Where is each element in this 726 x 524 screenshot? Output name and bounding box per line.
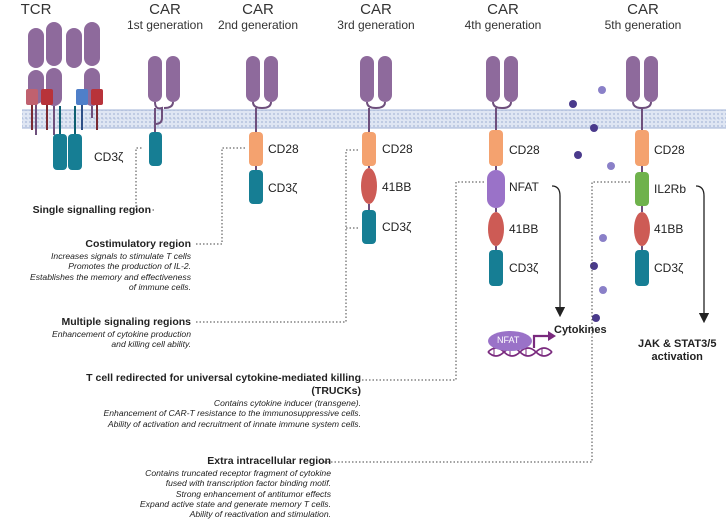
label-car2-cd28: CD28 <box>268 142 299 156</box>
header-car-5-title: CAR <box>627 1 659 18</box>
header-car-3: CAR 3rd generation <box>326 2 426 31</box>
annotation-single-region: Single signalling region <box>33 204 151 217</box>
annotation-multiple-line: Enhancement of cytokine production <box>51 329 191 339</box>
label-car5-cd28: CD28 <box>654 143 685 157</box>
annotation-trucks-line: Contains cytokine inducer (transgene). <box>213 398 361 408</box>
header-car-2-title: CAR <box>242 1 274 18</box>
annotation-trucks-line: Ability of activation and recruitment of… <box>107 418 361 429</box>
nfat-gene-label: NFAT <box>497 335 520 345</box>
header-tcr-title: TCR <box>20 1 52 18</box>
annotation-extra-heading: Extra intracellular region <box>207 455 331 467</box>
jak-stat-label: JAK & STAT3/5 <box>638 338 717 350</box>
label-car5-cd3z: CD3ζ <box>654 261 684 275</box>
label-car4-cd3z: CD3ζ <box>509 261 539 275</box>
cd3-subunits <box>26 89 103 130</box>
label-car4-cd28: CD28 <box>509 143 540 157</box>
cell-membrane <box>22 109 726 129</box>
annotation-costim-line: Increases signals to stimulate T cells <box>51 251 191 261</box>
nfat-domain <box>487 170 505 208</box>
car-2nd-generation <box>246 56 278 204</box>
header-car-2-sub: 2nd generation <box>217 17 299 32</box>
41bb-domain <box>488 212 504 246</box>
41bb-domain <box>634 212 650 246</box>
label-car2-cd3z: CD3ζ <box>268 181 298 195</box>
label-car3-cd3z: CD3ζ <box>382 220 412 234</box>
annotation-extra-region: Extra intracellular region Contains trun… <box>140 455 331 520</box>
annotation-trucks-heading: T cell redirected for universal cytokine… <box>86 372 361 384</box>
cd28-domain <box>635 130 649 166</box>
annotation-extra-line: Contains truncated receptor fragment of … <box>145 468 331 478</box>
leader-lines <box>135 147 632 463</box>
label-car3-cd28: CD28 <box>382 142 413 156</box>
nfat-to-cytokines-arrow <box>551 185 566 318</box>
label-car4-41bb: 41BB <box>509 222 539 236</box>
annotation-costimulatory-region: Costimulatory region Increases signals t… <box>30 238 191 292</box>
cd28-domain <box>249 132 263 166</box>
jak-stat-activation: JAK & STAT3/5 activation <box>638 338 716 364</box>
tcr-alpha-chain <box>28 28 44 135</box>
nfat-bound-factor <box>488 331 532 351</box>
car-3rd-generation <box>360 56 392 244</box>
header-tcr: TCR <box>16 2 56 18</box>
label-tcr-cd3z: CD3ζ <box>94 150 124 164</box>
label-car5-41bb: 41BB <box>654 222 684 236</box>
il2rb-domain <box>635 172 649 206</box>
annotation-costim-line: of immune cells. <box>128 281 191 292</box>
header-car-4: CAR 4th generation <box>453 2 553 31</box>
header-car-1-title: CAR <box>149 1 181 18</box>
annotation-trucks: T cell redirected for universal cytokine… <box>86 372 361 429</box>
header-car-2: CAR 2nd generation <box>208 2 308 31</box>
il2rb-to-jak-arrow <box>695 185 710 324</box>
annotation-multiple-regions: Multiple signaling regions Enhancement o… <box>52 316 191 350</box>
annotation-costim-line: Promotes the production of IL-2. <box>68 261 191 272</box>
header-car-5-sub: 5th generation <box>604 17 682 32</box>
annotation-multiple-line: and killing cell ability. <box>111 339 191 350</box>
cd3z-domain <box>149 132 162 166</box>
annotation-trucks-heading-2: (TRUCKs) <box>311 385 361 397</box>
header-car-4-sub: 4th generation <box>464 17 542 32</box>
annotation-extra-line: fused with transcription factor binding … <box>165 478 331 489</box>
cd3z-domain <box>635 250 649 286</box>
cd28-domain <box>489 130 503 166</box>
header-car-3-sub: 3rd generation <box>337 17 415 32</box>
cd3z-domain <box>362 210 376 244</box>
annotation-costim-heading: Costimulatory region <box>85 238 191 250</box>
cd28-domain <box>362 132 376 166</box>
tcr-cd3z-domains <box>53 106 82 170</box>
tcr-complex <box>26 22 103 170</box>
annotation-trucks-line: Enhancement of CAR-T resistance to the i… <box>103 408 361 419</box>
nfat-gene-dna <box>487 331 556 357</box>
label-car4-nfat: NFAT <box>509 180 539 194</box>
41bb-domain <box>361 168 377 204</box>
car-4th-generation <box>486 56 518 286</box>
annotation-extra-line: Expand active state and generate memory … <box>139 498 331 509</box>
annotation-costim-line: Establishes the memory and effectiveness <box>30 271 191 282</box>
annotation-multiple-heading: Multiple signaling regions <box>61 316 191 328</box>
cd3z-domain <box>249 170 263 204</box>
annotation-extra-line: Ability of reactivation and stimulation. <box>189 509 331 520</box>
header-car-5: CAR 5th generation <box>593 2 693 31</box>
header-car-1-sub: 1st generation <box>126 17 204 32</box>
car-5th-generation <box>626 56 658 286</box>
cd3z-domain <box>489 250 503 286</box>
annotation-extra-line: Strong enhancement of antitumor effects <box>175 488 331 499</box>
label-car3-41bb: 41BB <box>382 180 412 194</box>
header-car-3-title: CAR <box>360 1 392 18</box>
activation-label: activation <box>651 351 703 364</box>
annotation-single-heading: Single signalling region <box>32 204 151 216</box>
car-1st-generation <box>148 56 180 166</box>
cytokines-label: Cytokines <box>554 324 607 336</box>
label-car5-il2rb: IL2Rb <box>654 182 687 196</box>
header-car-1: CAR 1st generation <box>115 2 215 31</box>
header-car-4-title: CAR <box>487 1 519 18</box>
